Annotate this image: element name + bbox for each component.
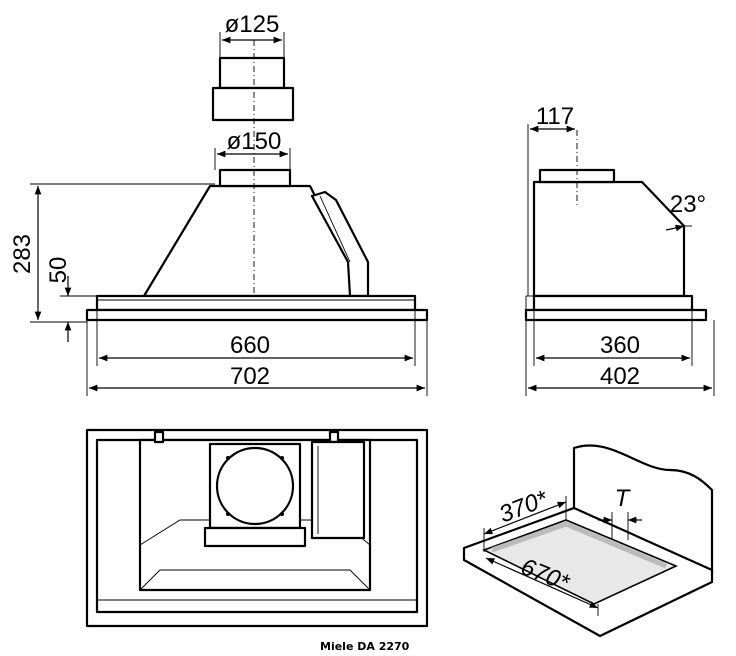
bottom-view — [85, 428, 429, 628]
side-base-plate — [532, 294, 694, 312]
motor-housing — [310, 190, 370, 298]
dim-width-inner: 660 — [230, 332, 270, 359]
dim-depth-inner: 360 — [600, 332, 640, 359]
dim-angle: 23° — [670, 191, 706, 218]
dim-duct-large: ø150 — [227, 128, 282, 155]
cutout-view: 370* 670* T — [462, 444, 714, 638]
dim-height-total: 283 — [9, 234, 36, 274]
dim-thickness: T — [615, 485, 632, 512]
front-view: ø125 ø150 283 50 660 702 — [9, 11, 429, 396]
dim-width-outer: 702 — [230, 363, 270, 390]
motor-box — [310, 440, 366, 540]
side-canopy — [524, 308, 708, 322]
hanger-left — [153, 430, 165, 444]
side-body — [532, 180, 686, 298]
duct-collar — [218, 168, 292, 188]
duct-reducer — [211, 56, 295, 122]
dim-height-base: 50 — [45, 257, 72, 284]
fan-guard — [203, 526, 307, 548]
hanger-right — [328, 430, 340, 444]
fan-opening — [215, 446, 295, 526]
cabinet-back-wall — [572, 444, 714, 576]
dim-depth-outer: 402 — [600, 363, 640, 390]
hood-base-plate — [95, 294, 417, 312]
hood-canopy — [85, 308, 429, 322]
dim-duct-small: ø125 — [225, 11, 280, 38]
side-view: 117 23° 360 402 — [524, 103, 715, 396]
dim-collar-offset: 117 — [536, 103, 574, 130]
product-caption: Miele DA 2270 — [320, 640, 410, 653]
